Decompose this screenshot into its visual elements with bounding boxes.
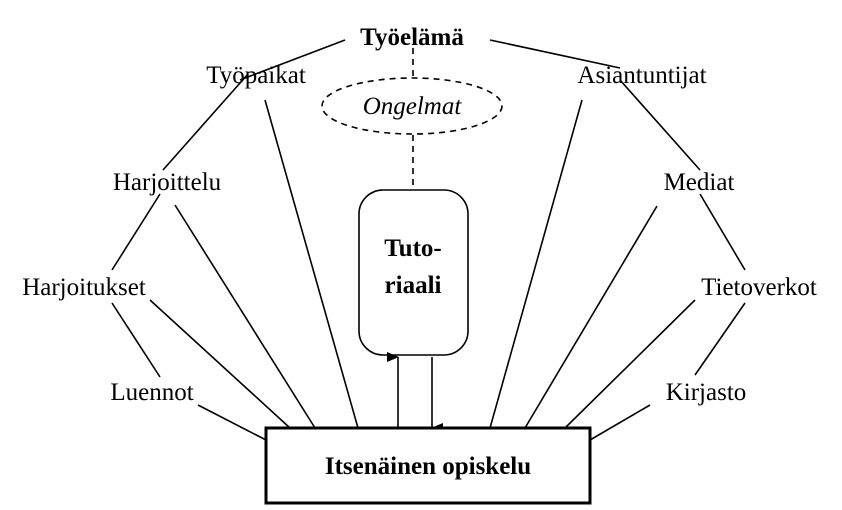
edge-harjoitukset-luennot (111, 302, 161, 378)
label-mediat: Mediat (664, 169, 735, 196)
edge-asiantuntijat-mediat (619, 79, 701, 171)
label-tyopaikat: Työpaikat (206, 62, 306, 89)
label-harjoitukset: Harjoitukset (22, 274, 146, 301)
edge-tyopaikat-center (264, 99, 359, 429)
label-asiantuntijat: Asiantuntijat (577, 62, 706, 89)
edge-harjoittelu-harjoitukset (111, 193, 161, 271)
label-luennot: Luennot (110, 379, 193, 406)
edge-tyopaikat-harjoittelu (162, 73, 249, 171)
label-tietoverkot: Tietoverkot (701, 274, 817, 301)
tutorial-box (358, 189, 469, 356)
edge-luennot-center (197, 404, 267, 441)
label-harjoittelu: Harjoittelu (113, 169, 222, 196)
label-ongelmat: Ongelmat (363, 93, 463, 120)
edge-harjoittelu-center (174, 204, 316, 429)
edge-harjoitukset-center (149, 299, 291, 429)
edge-tietoverkot-center (564, 299, 696, 429)
label-tutoriaali-line1: Tuto- (384, 235, 441, 262)
label-itsenainen-opiskelu: Itsenäinen opiskelu (325, 453, 531, 480)
label-tutoriaali-line2: riaali (385, 272, 442, 299)
edge-tietoverkot-kirjasto (694, 302, 746, 376)
edge-tyoelama-right (489, 39, 621, 69)
edge-mediat-tietoverkot (699, 193, 746, 271)
edge-asiantuntijat-center (489, 99, 583, 429)
center-box (264, 426, 592, 505)
problems-ellipse (321, 77, 503, 135)
label-tyoelama: Työelämä (360, 24, 464, 51)
edge-kirjasto-center (589, 404, 651, 441)
label-kirjasto: Kirjasto (666, 379, 747, 406)
edge-mediat-center (524, 205, 658, 429)
edge-tyoelama-left (239, 39, 346, 81)
